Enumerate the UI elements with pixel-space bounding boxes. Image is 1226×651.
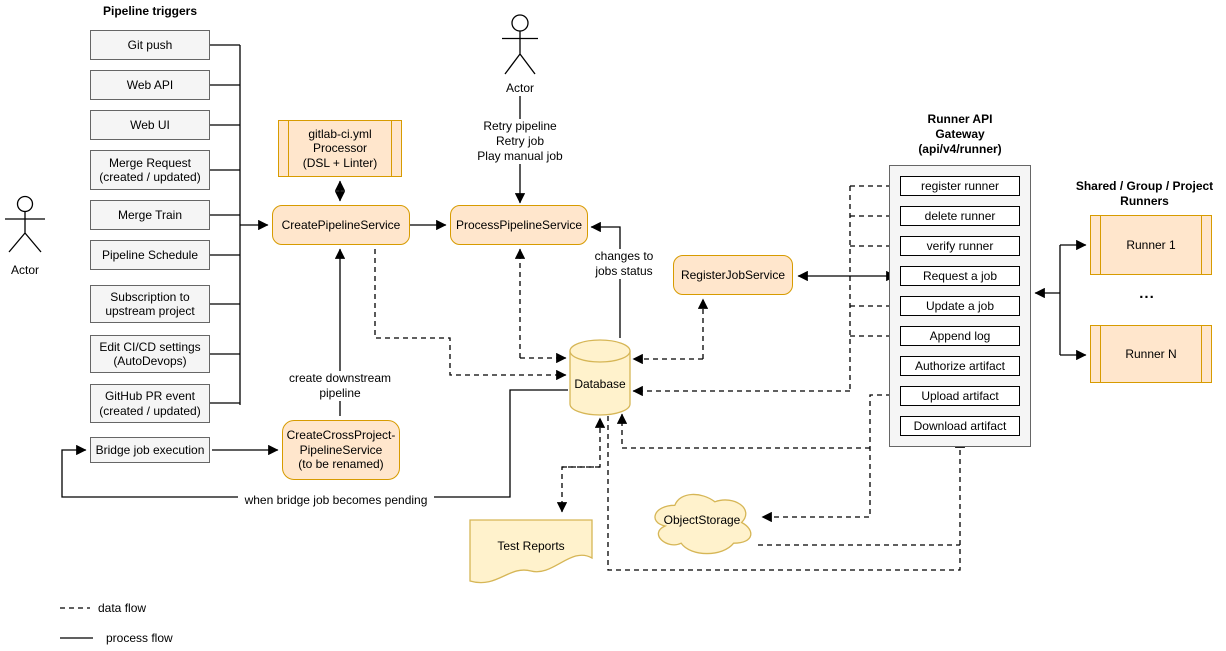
endpoint-download-artifact: Download artifact	[900, 416, 1020, 436]
runners-ellipsis: ...	[1139, 285, 1155, 302]
service-label: CreatePipelineService	[281, 217, 401, 232]
create-cross-project-pipeline-service: CreateCrossProject- PipelineService (to …	[282, 420, 400, 480]
process-shape-bar	[1201, 326, 1202, 382]
edge-upload-to-database	[616, 413, 870, 449]
database-label: Database	[574, 377, 626, 391]
runner-label: Runner N	[1125, 346, 1177, 361]
trigger-bridge-job-execution: Bridge job execution	[90, 437, 210, 463]
create-downstream-annotation: create downstream pipeline	[283, 371, 397, 401]
trigger-label: Merge Request (created / updated)	[99, 155, 201, 184]
runner-label: Runner 1	[1126, 237, 1176, 252]
trigger-label: Git push	[127, 37, 173, 52]
service-label: ProcessPipelineService	[455, 217, 583, 232]
service-label: RegisterJobService	[680, 267, 786, 282]
endpoint-upload-artifact: Upload artifact	[900, 386, 1020, 406]
gateway-title: Runner API Gateway (api/v4/runner)	[918, 112, 1002, 156]
database-cylinder	[569, 339, 631, 416]
service-label-line: (to be renamed)	[298, 457, 384, 472]
object-storage-cloud	[654, 493, 752, 555]
edge-trigger-bus	[210, 44, 241, 405]
edge-database-to-process-pipeline	[590, 221, 621, 338]
pipeline-triggers-title: Pipeline triggers	[102, 4, 198, 18]
create-pipeline-service: CreatePipelineService	[272, 205, 410, 245]
process-shape-bar	[391, 121, 392, 176]
test-reports-document	[469, 519, 593, 584]
trigger-label: Pipeline Schedule	[101, 247, 199, 262]
processor-label-line: Processor	[312, 141, 368, 156]
endpoint-label: verify runner	[926, 238, 994, 253]
endpoint-authorize-artifact: Authorize artifact	[900, 356, 1020, 376]
trigger-merge-request: Merge Request (created / updated)	[90, 150, 210, 190]
process-shape-bar	[1100, 216, 1101, 274]
retry-annotation: Retry pipeline Retry job Play manual job	[458, 119, 582, 164]
legend-data-flow-label: data flow	[98, 601, 147, 615]
trigger-label: Subscription to upstream project	[105, 289, 195, 318]
runners-title: Shared / Group / Project Runners	[1075, 179, 1214, 208]
trigger-label: Edit CI/CD settings (AutoDevops)	[99, 339, 201, 368]
endpoint-append-log: Append log	[900, 326, 1020, 346]
process-shape-bar	[1201, 216, 1202, 274]
trigger-web-ui: Web UI	[90, 110, 210, 140]
endpoint-verify-runner: verify runner	[900, 236, 1020, 256]
trigger-git-push: Git push	[90, 30, 210, 60]
edge-database-to-download	[607, 416, 966, 571]
actor-left-icon	[5, 195, 45, 253]
process-shape-bar	[1100, 326, 1101, 382]
changes-to-jobs-status-annotation: changes to jobs status	[592, 249, 656, 279]
edge-createpipeline-to-database	[374, 249, 567, 381]
processor-label-line: gitlab-ci.yml	[308, 126, 372, 141]
endpoint-label: Append log	[929, 328, 991, 343]
trigger-merge-train: Merge Train	[90, 200, 210, 230]
trigger-web-api: Web API	[90, 70, 210, 100]
actor-left-label: Actor	[0, 263, 50, 278]
trigger-edit-cicd-settings: Edit CI/CD settings (AutoDevops)	[90, 335, 210, 373]
endpoint-label: register runner	[920, 178, 1000, 193]
trigger-pipeline-schedule: Pipeline Schedule	[90, 240, 210, 270]
processor-label-line: (DSL + Linter)	[302, 155, 378, 170]
register-job-service: RegisterJobService	[673, 255, 793, 295]
edge-database-to-testreports	[556, 466, 600, 513]
endpoint-label: Download artifact	[913, 418, 1007, 433]
runner-n: Runner N	[1090, 325, 1212, 383]
endpoint-delete-runner: delete runner	[900, 206, 1020, 226]
endpoint-label: Request a job	[922, 268, 998, 283]
service-label-line: PipelineService	[299, 442, 383, 457]
endpoint-update-a-job: Update a job	[900, 296, 1020, 316]
trigger-label: Bridge job execution	[95, 442, 205, 457]
test-reports-label: Test Reports	[497, 539, 565, 553]
endpoint-label: delete runner	[924, 208, 996, 223]
endpoint-label: Update a job	[925, 298, 995, 313]
process-shape-bar	[288, 121, 289, 176]
when-bridge-annotation: when bridge job becomes pending	[238, 493, 434, 508]
endpoint-register-runner: register runner	[900, 176, 1020, 196]
trigger-label: Merge Train	[117, 207, 183, 222]
actor-top-label: Actor	[495, 81, 545, 96]
legend-process-flow-label: process flow	[106, 631, 173, 645]
service-label-line: CreateCrossProject-	[286, 428, 396, 443]
endpoint-label: Authorize artifact	[914, 358, 1006, 373]
trigger-label: GitHub PR event (created / updated)	[99, 389, 201, 418]
edge-upload-to-objectstorage	[761, 394, 900, 523]
trigger-subscription: Subscription to upstream project	[90, 285, 210, 323]
trigger-github-pr-event: GitHub PR event (created / updated)	[90, 384, 210, 423]
runner-1: Runner 1	[1090, 215, 1212, 275]
endpoint-request-a-job: Request a job	[900, 266, 1020, 286]
process-pipeline-service: ProcessPipelineService	[450, 205, 588, 245]
trigger-label: Web API	[126, 77, 174, 92]
gitlab-ci-yml-processor: gitlab-ci.yml Processor (DSL + Linter)	[278, 120, 402, 177]
endpoint-label: Upload artifact	[921, 388, 999, 403]
object-storage-label: ObjectStorage	[663, 513, 741, 527]
edge-testreports-to-database	[562, 417, 606, 468]
actor-top-icon	[502, 14, 538, 75]
trigger-label: Web UI	[130, 117, 170, 132]
